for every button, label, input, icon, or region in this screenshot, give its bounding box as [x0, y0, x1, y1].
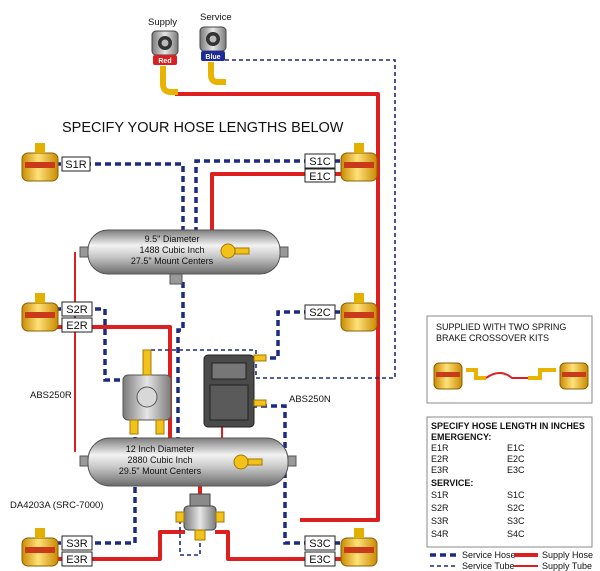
- brake-chamber-3-left: [21, 528, 59, 567]
- legend: Service Hose Service Tube Supply Hose Su…: [430, 550, 593, 571]
- relay-valve: [175, 493, 225, 541]
- crossover-kit-panel: SUPPLIED WITH TWO SPRING BRAKE CROSSOVER…: [426, 315, 593, 404]
- hose-tag-s3r[interactable]: S3R: [61, 535, 93, 551]
- tank-bottom-line3: 29.5" Mount Centers: [119, 466, 202, 476]
- hose-tag-e3r[interactable]: E3R: [61, 551, 93, 567]
- tank-top-line2: 1488 Cubic Inch: [139, 245, 204, 255]
- svg-text:S3R: S3R: [66, 538, 87, 550]
- spec-s1c: S1C: [507, 490, 525, 500]
- svg-text:S2R: S2R: [66, 304, 87, 316]
- service-gladhand: Service Blue: [199, 12, 232, 85]
- hose-length-spec-table: SPECIFY HOSE LENGTH IN INCHES EMERGENCY:…: [426, 416, 593, 548]
- brake-chamber-2-left: [21, 293, 59, 332]
- tank-bottom-line2: 2880 Cubic Inch: [127, 455, 192, 465]
- hose-tag-e1c[interactable]: E1C: [304, 168, 336, 183]
- kit-line2: BRAKE CROSSOVER KITS: [436, 333, 549, 343]
- svg-text:E3R: E3R: [66, 554, 87, 566]
- svg-text:S1R: S1R: [65, 159, 86, 171]
- hose-tag-s1c[interactable]: S1C: [304, 153, 336, 169]
- brake-chamber-2-right: [340, 293, 378, 332]
- legend-service-hose: Service Hose: [462, 550, 516, 560]
- brake-chamber-1-right: [340, 143, 378, 182]
- hose-tag-e2r[interactable]: E2R: [61, 317, 93, 333]
- spec-e3c: E3C: [507, 465, 525, 475]
- hose-tag-s3c[interactable]: S3C: [304, 535, 336, 551]
- hose-tag-s2c[interactable]: S2C: [304, 304, 336, 320]
- svg-text:E2R: E2R: [66, 320, 87, 332]
- abs-valve-right: [203, 354, 267, 428]
- spec-s4c: S4C: [507, 529, 525, 539]
- tank-bottom-line1: 12 Inch Diameter: [126, 444, 195, 454]
- svg-text:E1C: E1C: [309, 171, 330, 183]
- tank-top-line3: 27.5" Mount Centers: [131, 256, 214, 266]
- hose-tag-e3c[interactable]: E3C: [304, 551, 336, 567]
- svg-text:S3C: S3C: [309, 538, 330, 550]
- blue-tag: Blue: [205, 54, 220, 61]
- emergency-heading: EMERGENCY:: [431, 432, 491, 442]
- kit-chamber-left-icon: [433, 362, 463, 390]
- spec-s2r: S2R: [431, 503, 449, 513]
- spec-s3r: S3R: [431, 516, 449, 526]
- svg-text:S2C: S2C: [309, 307, 330, 319]
- spec-e1c: E1C: [507, 443, 525, 453]
- kit-chamber-right-icon: [559, 362, 589, 390]
- page-title: SPECIFY YOUR HOSE LENGTHS BELOW: [62, 120, 344, 136]
- spec-s3c: S3C: [507, 516, 525, 526]
- supply-gladhand: Supply Red: [148, 17, 179, 95]
- brake-chamber-1-left: [21, 143, 59, 182]
- service-label: Service: [200, 12, 232, 23]
- service-tube-lines: [149, 59, 396, 556]
- spec-s1r: S1R: [431, 490, 449, 500]
- hose-tag-s1r[interactable]: S1R: [61, 156, 91, 172]
- svg-text:E3C: E3C: [309, 554, 330, 566]
- spec-e2r: E2R: [431, 454, 449, 464]
- abs-left-label: ABS250R: [30, 390, 72, 401]
- legend-supply-tube: Supply Tube: [542, 561, 592, 571]
- legend-service-tube: Service Tube: [462, 561, 515, 571]
- red-tag: Red: [158, 58, 171, 65]
- service-heading: SERVICE:: [431, 478, 473, 488]
- spec-e1r: E1R: [431, 443, 449, 453]
- abs-right-label: ABS250N: [289, 394, 331, 405]
- relay-label: DA4203A (SRC-7000): [10, 500, 103, 511]
- spec-heading: SPECIFY HOSE LENGTH IN INCHES: [431, 421, 585, 431]
- legend-supply-hose: Supply Hose: [542, 550, 593, 560]
- svg-text:S1C: S1C: [309, 156, 330, 168]
- hose-tag-s2r[interactable]: S2R: [61, 301, 93, 317]
- tank-top-line1: 9.5" Diameter: [145, 234, 200, 244]
- air-tank-bottom: 12 Inch Diameter 2880 Cubic Inch 29.5" M…: [79, 437, 297, 487]
- spec-s2c: S2C: [507, 503, 525, 513]
- air-tank-top: 9.5" Diameter 1488 Cubic Inch 27.5" Moun…: [79, 229, 289, 285]
- brake-chamber-3-right: [340, 528, 378, 567]
- spec-e3r: E3R: [431, 465, 449, 475]
- abs-valve-left: [122, 349, 172, 435]
- spec-s4r: S4R: [431, 529, 449, 539]
- supply-label: Supply: [148, 17, 177, 28]
- kit-line1: SUPPLIED WITH TWO SPRING: [436, 322, 566, 332]
- spec-e2c: E2C: [507, 454, 525, 464]
